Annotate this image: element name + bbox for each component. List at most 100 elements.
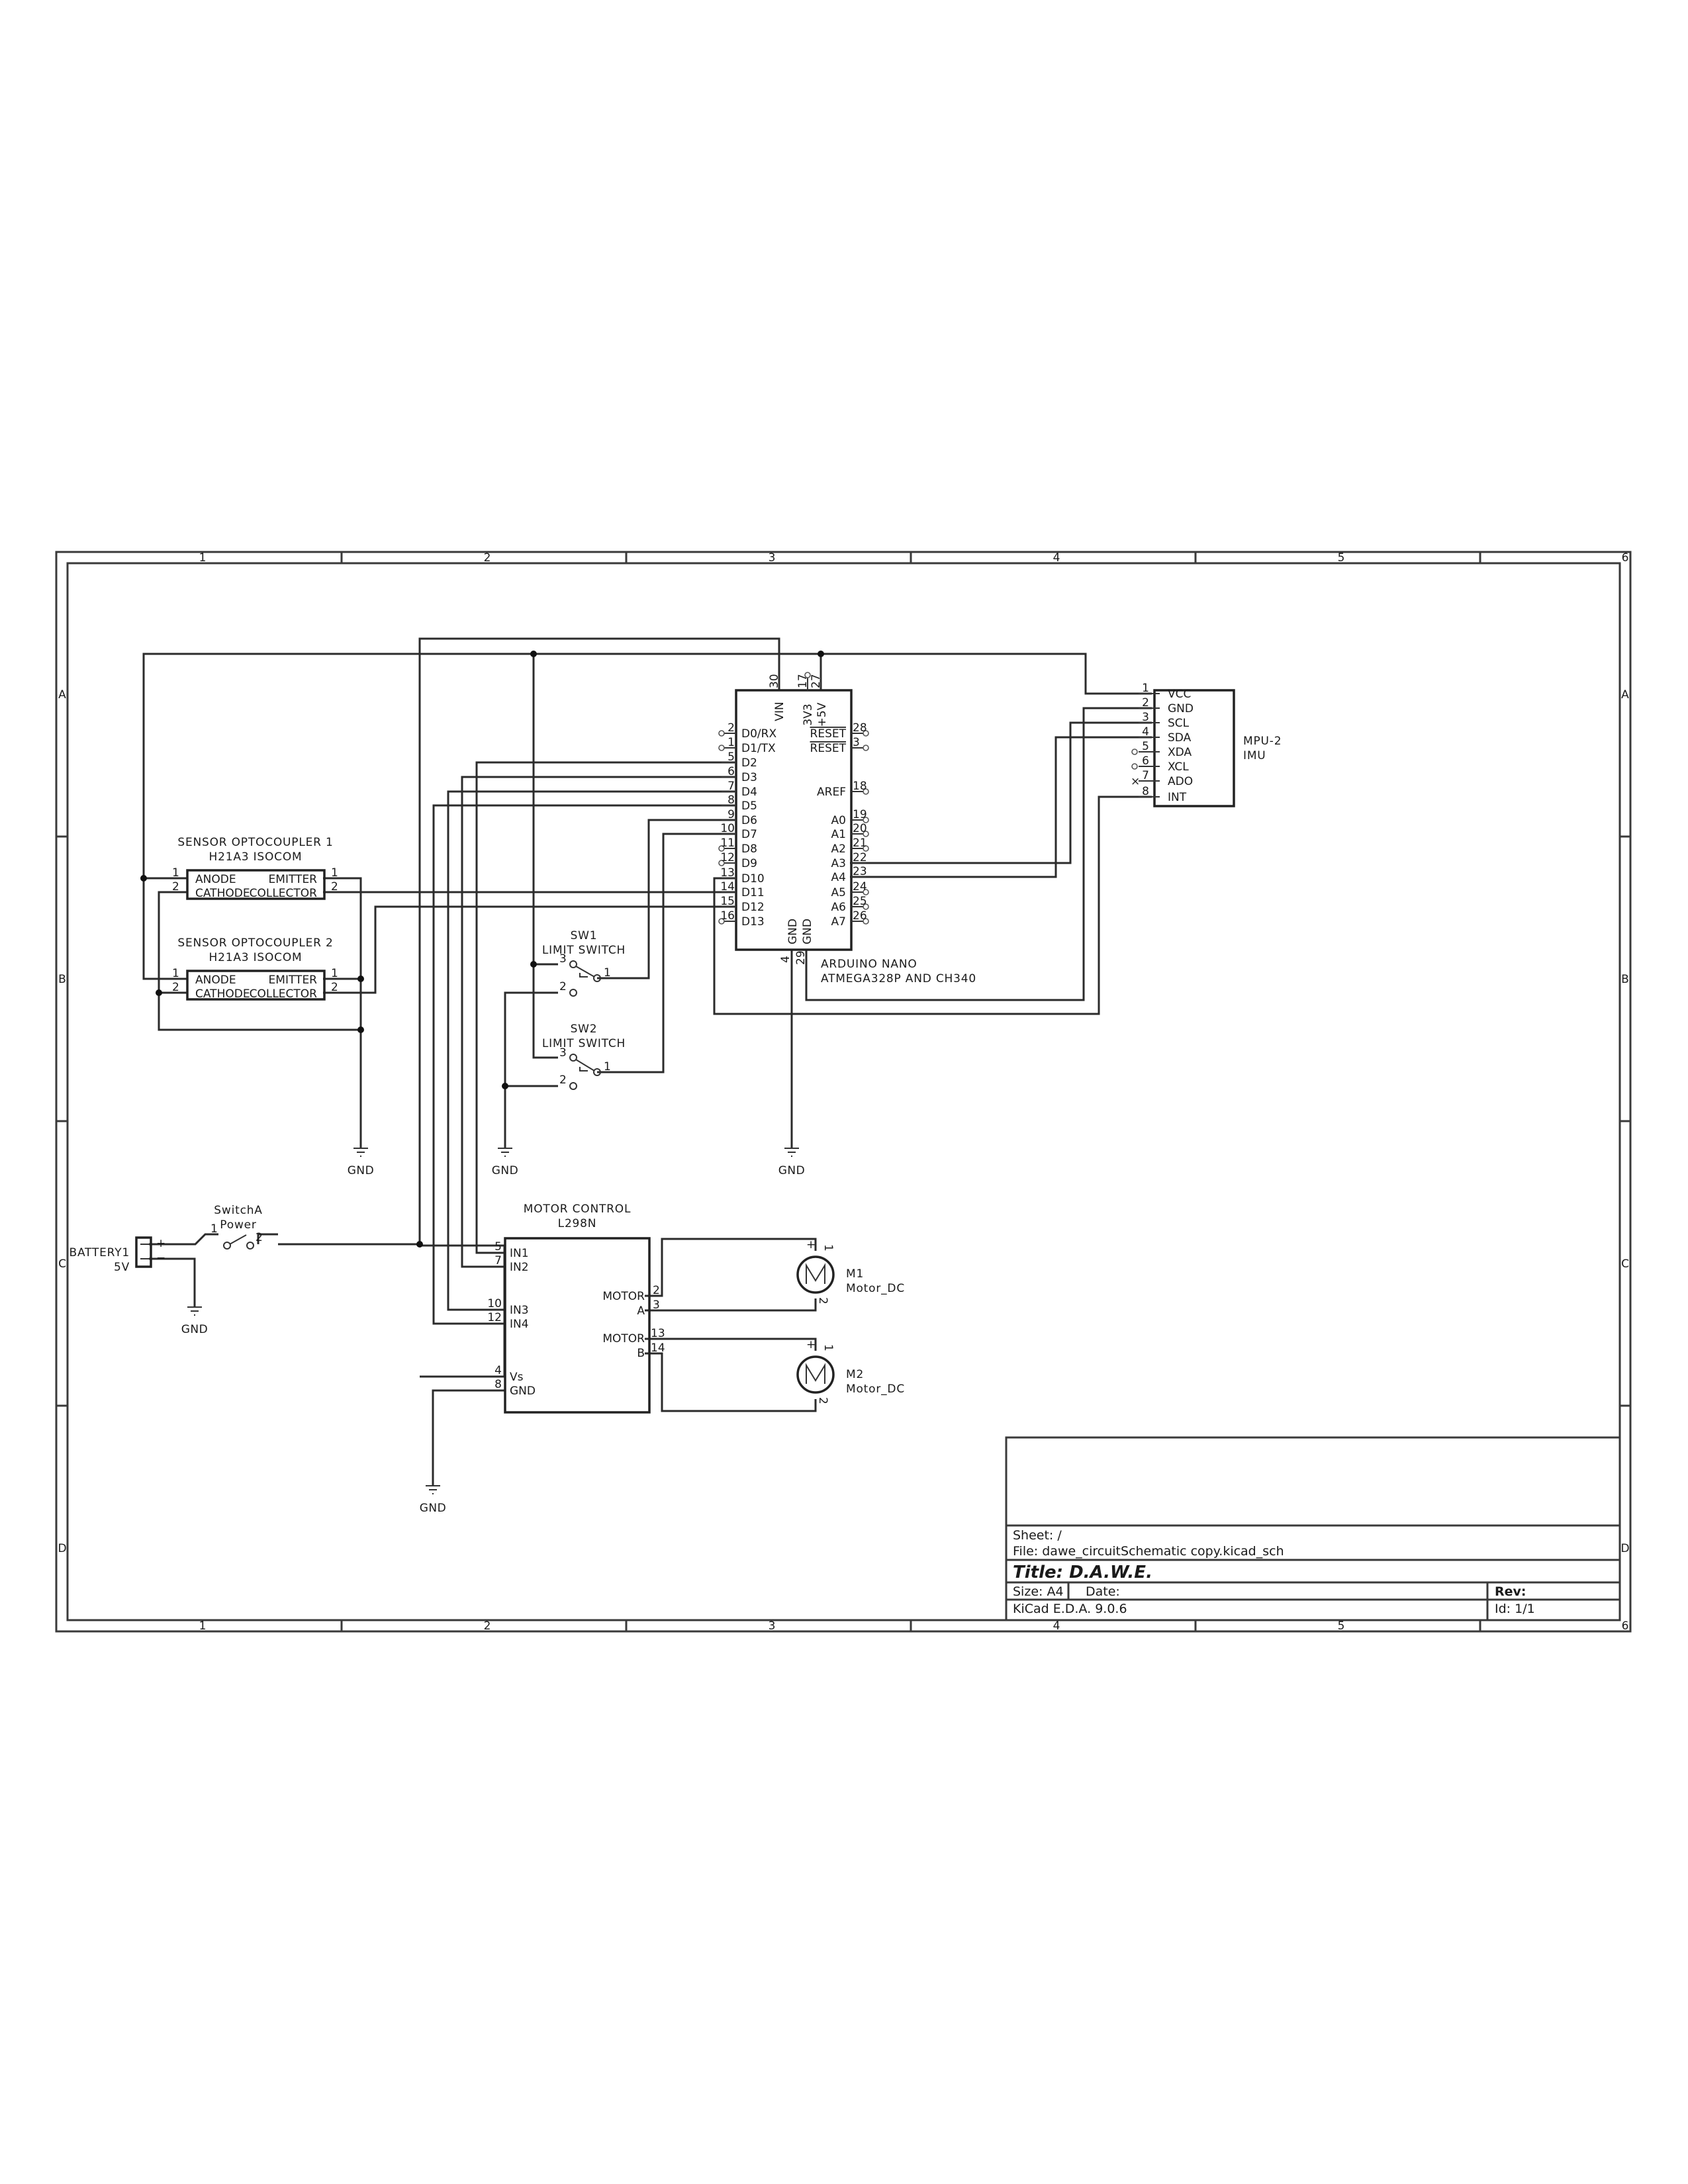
opto2-ref: SENSOR OPTOCOUPLER 2	[177, 936, 333, 950]
svg-text:1: 1	[331, 866, 338, 880]
drawing-frame: 1 2 3 4 5 6 1 2 3 4 5 6 A B C D A B C D	[55, 551, 1632, 1633]
zone-col-2-bottom: 2	[484, 1619, 491, 1633]
arduino-bottom-pins: GND GND 4 29	[779, 919, 814, 965]
svg-text:VIN: VIN	[773, 702, 786, 721]
arduino-pin-num: 24	[853, 880, 867, 893]
arduino-pin-num: 22	[853, 851, 867, 864]
power-switch[interactable]: SwitchA Power 1 2	[211, 1204, 263, 1250]
l298n-pin-num: 8	[494, 1378, 502, 1391]
svg-text:2: 2	[256, 1231, 263, 1244]
gnd-label: GND	[348, 1164, 374, 1177]
motor-m2[interactable]: + 1 2 M2 Motor_DC	[796, 1338, 905, 1404]
zone-row-b-right: B	[1621, 973, 1629, 986]
svg-text:1: 1	[211, 1222, 218, 1236]
svg-text:13: 13	[651, 1327, 665, 1340]
arduino-pin-num: 19	[853, 808, 867, 821]
arduino-pin-num: 23	[853, 865, 867, 878]
zone-col-3-bottom: 3	[769, 1619, 776, 1633]
l298n-pin-num: 10	[487, 1297, 502, 1310]
file-name: File: dawe_circuitSchematic copy.kicad_s…	[1013, 1544, 1284, 1559]
svg-text:−: −	[156, 1251, 165, 1265]
svg-text:5V: 5V	[114, 1261, 130, 1274]
arduino-pin-num: 8	[727, 794, 735, 807]
arduino-pin-name: A2	[831, 842, 846, 856]
svg-text:CATHODE: CATHODE	[195, 887, 250, 900]
arduino-pin-name: D12	[741, 901, 765, 914]
zone-col-4: 4	[1053, 551, 1060, 565]
arduino-pin-num: 15	[720, 895, 735, 908]
svg-text:COLLECTOR: COLLECTOR	[250, 887, 318, 900]
zone-col-6-bottom: 6	[1622, 1619, 1629, 1633]
svg-text:14: 14	[651, 1342, 665, 1355]
arduino-right-pins: 28RESET3RESET18AREF19A020A121A222A323A42…	[810, 721, 869, 929]
svg-text:2: 2	[331, 981, 338, 994]
imu-pin-num: 2	[1142, 696, 1149, 709]
zone-row-a: A	[58, 688, 66, 702]
svg-text:Motor_DC: Motor_DC	[846, 1282, 905, 1295]
gnd-label: GND	[778, 1164, 805, 1177]
arduino-pin-name: D10	[741, 872, 765, 886]
svg-text:2: 2	[331, 880, 338, 893]
l298n-pin-num: 12	[487, 1311, 502, 1324]
limit-switch-sw1[interactable]: SW1 LIMIT SWITCH 3 1 2	[542, 929, 626, 997]
zone-row-d-right: D	[1620, 1542, 1629, 1555]
svg-text:MOTOR: MOTOR	[602, 1332, 645, 1345]
svg-text:L298N: L298N	[558, 1217, 597, 1230]
arduino-ref: ARDUINO NANO	[821, 958, 917, 971]
arduino-pin-name: D0/RX	[741, 727, 776, 741]
l298n-pin-name: IN3	[510, 1304, 529, 1317]
arduino-pin-num: 25	[853, 895, 867, 908]
limit-switch-sw2[interactable]: SW2 LIMIT SWITCH 3 1 2	[542, 1023, 626, 1090]
svg-text:2: 2	[559, 1073, 567, 1087]
optocoupler-2[interactable]: SENSOR OPTOCOUPLER 2 H21A3 ISOCOM 1 2 AN…	[172, 936, 338, 1001]
arduino-pin-name: A1	[831, 828, 846, 841]
l298n-pin-name: IN1	[510, 1247, 529, 1260]
kicad-version: KiCad E.D.A. 9.0.6	[1013, 1602, 1127, 1616]
zone-row-c: C	[58, 1257, 66, 1271]
arduino-pin-num: 9	[727, 808, 735, 821]
optocoupler-1[interactable]: SENSOR OPTOCOUPLER 1 H21A3 ISOCOM 1 2 AN…	[172, 836, 338, 900]
zone-row-d: D	[58, 1542, 66, 1555]
svg-text:2: 2	[816, 1397, 829, 1404]
arduino-pin-name: RESET	[810, 727, 847, 741]
arduino-pin-num: 18	[853, 780, 867, 793]
arduino-pin-name: D1/TX	[741, 742, 776, 755]
imu-pin-num: 8	[1142, 785, 1149, 798]
motor-m1[interactable]: + 1 2 M1 Motor_DC	[796, 1238, 905, 1304]
imu-pin-name: ADO	[1168, 775, 1193, 788]
svg-text:Power: Power	[220, 1218, 256, 1232]
arduino-pin-num: 11	[720, 837, 735, 850]
svg-text:A: A	[637, 1304, 645, 1318]
svg-text:3V3: 3V3	[802, 704, 815, 725]
arduino-pin-num: 10	[720, 822, 735, 835]
l298n-pin-name: IN2	[510, 1261, 529, 1274]
sheet-id: Id: 1/1	[1495, 1602, 1535, 1616]
battery-connector[interactable]: BATTERY1 5V + −	[69, 1236, 165, 1274]
arduino-pin-name: D6	[741, 814, 757, 827]
arduino-pin-name: D4	[741, 786, 757, 799]
svg-text:SW1: SW1	[571, 929, 598, 942]
imu-ref: MPU-2	[1243, 735, 1282, 748]
svg-text:SW2: SW2	[571, 1023, 598, 1036]
svg-text:M1: M1	[846, 1267, 864, 1281]
svg-text:GND: GND	[786, 919, 800, 944]
svg-text:1: 1	[604, 966, 611, 979]
zone-col-1: 1	[199, 551, 207, 565]
schematic-title: Title: D.A.W.E.	[1013, 1563, 1152, 1582]
svg-text:SwitchA: SwitchA	[214, 1204, 262, 1217]
imu-pin-name: XDA	[1168, 746, 1192, 759]
imu-pin-num: 1	[1142, 682, 1149, 695]
arduino-pin-name: D3	[741, 771, 757, 784]
sheet-size: Size: A4	[1013, 1584, 1064, 1599]
l298n-pin-num: 4	[494, 1364, 502, 1377]
svg-text:M2: M2	[846, 1368, 864, 1381]
svg-text:29: 29	[794, 950, 808, 965]
imu-pin-num: 7	[1142, 769, 1149, 782]
svg-text:2: 2	[172, 880, 179, 893]
arduino-pin-name: A0	[831, 814, 846, 827]
